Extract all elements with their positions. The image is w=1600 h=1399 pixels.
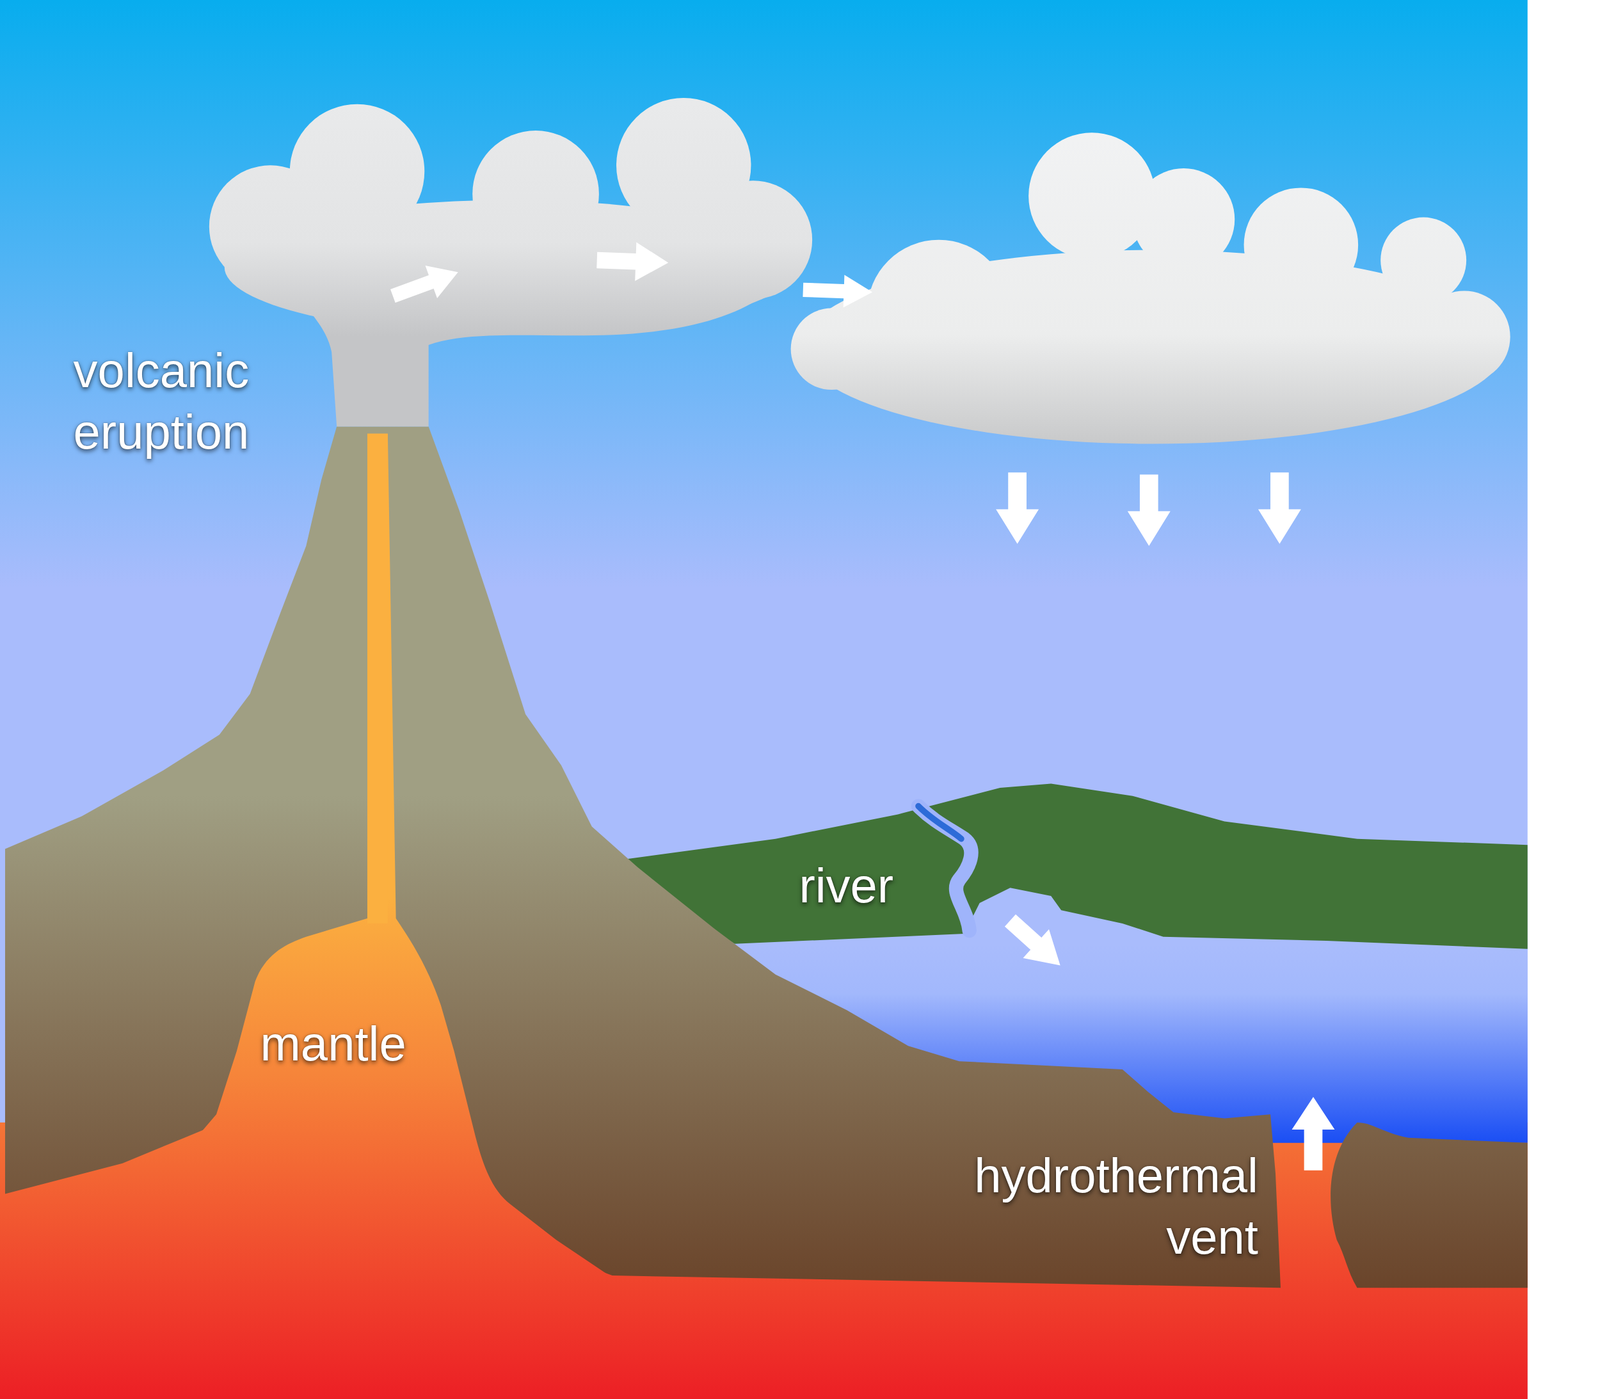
magma-conduit <box>367 433 388 924</box>
magma-plume <box>199 433 613 1327</box>
part-label: river <box>798 855 952 917</box>
river <box>918 806 972 932</box>
part-label: hydrothermal vent <box>896 1144 1259 1268</box>
flow-arrows <box>387 240 1336 1171</box>
land <box>617 784 1528 950</box>
crust <box>5 426 1281 1288</box>
sky <box>0 0 1528 1399</box>
rain-cloud <box>791 132 1511 444</box>
river-source <box>918 806 962 840</box>
part-label: volcanic eruption <box>44 339 280 463</box>
part-label: mantle <box>260 1013 465 1075</box>
crust <box>1330 1122 1528 1288</box>
eruption-cloud <box>209 97 813 427</box>
